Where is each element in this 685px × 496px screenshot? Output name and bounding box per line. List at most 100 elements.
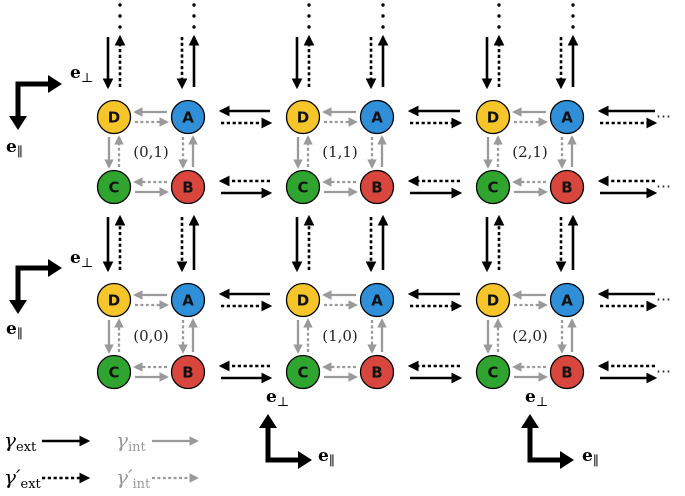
ellipsis-dot — [497, 14, 501, 18]
coord-label-background — [319, 142, 361, 162]
legend-symbol: γ′ext — [4, 465, 42, 492]
site-a: A — [359, 282, 395, 318]
site-circle — [170, 99, 206, 135]
legend-symbol: γ′int — [116, 465, 151, 492]
ellipsis-right: ⋯ — [656, 362, 671, 380]
ellipsis-dot — [381, 25, 385, 29]
axis-frame-bottom-left: e⊥ e∥ — [6, 248, 93, 342]
site-circle — [549, 354, 585, 390]
legend-gamma-ext: γext — [4, 428, 37, 455]
axis-lines — [15, 265, 50, 302]
e-parallel-label: e∥ — [582, 446, 599, 469]
ellipsis-dot — [307, 14, 311, 18]
site-label: A — [371, 292, 383, 310]
coord-label-background — [509, 326, 551, 346]
legend-gamma-int-prime: γ′int — [116, 465, 151, 492]
axis-arrowhead — [560, 451, 574, 469]
ellipsis-dot — [497, 25, 501, 29]
site-circle — [285, 354, 321, 390]
axis-arrowhead — [9, 116, 27, 130]
site-circle — [170, 354, 206, 390]
site-circle — [475, 99, 511, 135]
site-circle — [549, 169, 585, 205]
unit-cell-coordinate: (2,0) — [512, 327, 548, 345]
ellipsis-dot — [497, 3, 501, 7]
site-label: A — [182, 292, 194, 310]
site-d: D — [285, 99, 321, 135]
axis-frame-bottom-right: e⊥ e∥ — [521, 387, 599, 469]
site-label: A — [561, 109, 573, 127]
ellipsis-dot — [118, 14, 122, 18]
site-c: C — [285, 354, 321, 390]
axis-arrowhead — [9, 300, 27, 314]
site-label: B — [182, 179, 193, 197]
site-circle — [359, 99, 395, 135]
site-circle — [96, 282, 132, 318]
ellipsis-dot — [192, 3, 196, 7]
ellipsis-dot — [571, 3, 575, 7]
e-perp-label: e⊥ — [525, 387, 548, 410]
site-b: B — [170, 354, 206, 390]
e-parallel-label: e∥ — [6, 137, 23, 160]
site-circle — [549, 282, 585, 318]
site-a: A — [549, 99, 585, 135]
site-b: B — [359, 354, 395, 390]
ellipsis-dot — [192, 14, 196, 18]
site-label: D — [487, 109, 499, 127]
axis-frame-top-left: e⊥e∥ — [6, 63, 93, 160]
site-c: C — [475, 354, 511, 390]
ellipsis-dot — [571, 14, 575, 18]
axis-lines — [15, 81, 50, 118]
site-circle — [96, 99, 132, 135]
site-circle — [475, 169, 511, 205]
site-circle — [359, 169, 395, 205]
site-d: D — [475, 282, 511, 318]
ellipsis-right: ⋯ — [656, 107, 671, 125]
coord-label-background — [319, 326, 361, 346]
unit-cell-coordinate: (0,0) — [133, 327, 169, 345]
site-c: C — [475, 169, 511, 205]
coord-label-background — [130, 142, 172, 162]
site-label: B — [561, 364, 572, 382]
axis-arrowhead — [48, 259, 62, 277]
site-c: C — [96, 354, 132, 390]
site-circle — [285, 99, 321, 135]
site-c: C — [285, 169, 321, 205]
site-b: B — [549, 354, 585, 390]
site-label: A — [182, 109, 194, 127]
site-circle — [475, 282, 511, 318]
site-circle — [359, 282, 395, 318]
ellipsis-right: ⋯ — [656, 290, 671, 308]
site-a: A — [170, 99, 206, 135]
site-label: C — [297, 364, 308, 382]
site-label: C — [297, 179, 308, 197]
axis-arrowhead — [298, 451, 312, 469]
axis-lines — [527, 426, 562, 463]
ellipsis-dot — [381, 14, 385, 18]
site-d: D — [475, 99, 511, 135]
cell-labels: ⋯⋯⋯⋯(0,0)(1,0)(2,0)(0,1)(1,1)(2,1) — [130, 107, 671, 380]
ellipsis-dot — [192, 25, 196, 29]
unit-cell-coordinate: (2,1) — [512, 143, 548, 161]
site-circle — [285, 169, 321, 205]
site-d: D — [96, 99, 132, 135]
e-parallel-label: e∥ — [318, 446, 335, 469]
e-perp-label: e⊥ — [70, 248, 93, 271]
site-label: D — [487, 292, 499, 310]
site-label: B — [561, 179, 572, 197]
site-label: C — [108, 364, 119, 382]
legend-gamma-ext-prime: γ′ext — [4, 465, 42, 492]
axis-arrowhead — [48, 75, 62, 93]
site-circle — [285, 282, 321, 318]
axis-lines — [265, 426, 300, 463]
legend-symbol: γext — [4, 428, 37, 455]
ellipsis-dot — [307, 25, 311, 29]
site-d: D — [285, 282, 321, 318]
e-parallel-label: e∥ — [6, 319, 23, 342]
site-label: A — [371, 109, 383, 127]
site-b: B — [549, 169, 585, 205]
